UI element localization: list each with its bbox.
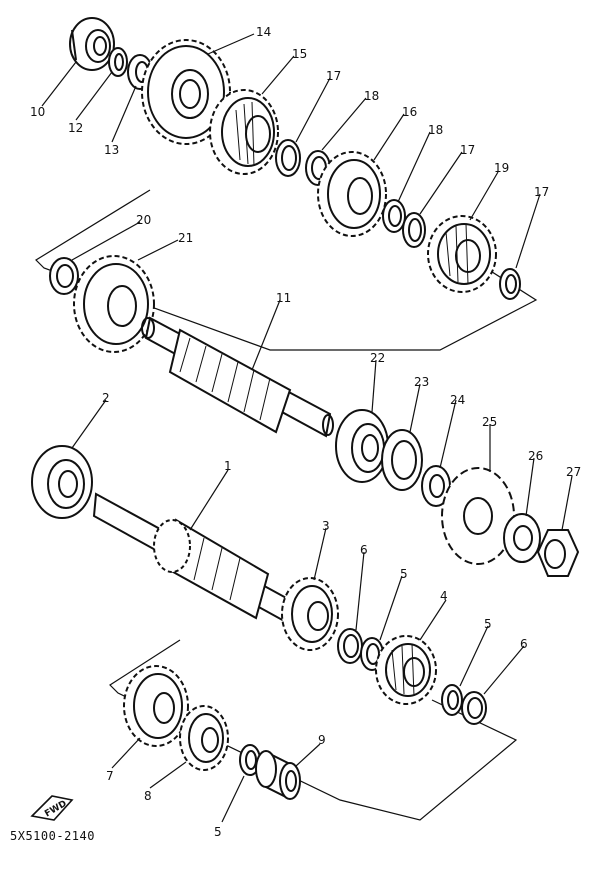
part-12-washer [108,47,128,77]
part-19-gear [427,215,497,293]
part-18-washer-b [382,199,406,233]
label-8: 8 [144,789,152,803]
label-11: 11 [276,291,291,305]
part-20-washer [49,257,79,295]
lower-group-frame [109,639,518,821]
label-19: 19 [494,161,509,175]
label-14: 14 [256,25,271,39]
label-24: 24 [450,393,465,407]
upper-group-frame [35,189,538,351]
label-13: 13 [104,143,119,157]
part-23-oil-seal [381,429,423,491]
part-10-bearing [69,17,115,71]
label-6b: 6 [520,637,528,651]
label-16: 16 [402,105,417,119]
part-labels: 10 12 13 14 15 17 18 16 18 17 19 17 20 2… [30,25,581,839]
label-7: 7 [106,769,114,783]
label-26: 26 [528,449,543,463]
part-17-circlip-c [499,268,521,300]
part-5-circlip-b [441,684,463,716]
label-22: 22 [370,351,385,365]
label-18a: 18 [364,89,379,103]
label-4: 4 [440,589,448,603]
part-2-bearing [31,445,93,519]
label-5b: 5 [484,617,492,631]
part-5-circlip-c [239,744,261,776]
part-9-bearing [255,750,301,800]
part-6-washer-a [337,628,363,664]
part-22-bearing [335,409,389,483]
label-5a: 5 [400,567,408,581]
part-21-gear [73,255,155,353]
label-23: 23 [414,375,429,389]
fwd-arrow-icon: FWD [30,795,74,821]
label-25: 25 [482,415,497,429]
label-2: 2 [102,391,110,405]
part-16-gear [317,151,387,237]
label-1: 1 [224,459,232,473]
part-27-nut [536,529,580,577]
part-17-circlip-b [402,212,426,248]
part-6-washer-b [461,691,487,725]
label-17c: 17 [534,185,549,199]
label-5c: 5 [214,825,222,839]
label-10: 10 [30,105,45,119]
label-20: 20 [136,213,151,227]
leader-lines [41,33,573,823]
label-17b: 17 [460,143,475,157]
label-21: 21 [178,231,193,245]
part-7-gear [123,665,189,747]
part-8-gear [179,705,229,771]
label-27: 27 [566,465,581,479]
part-11-shaft [141,316,334,438]
label-15: 15 [292,47,307,61]
part-14-gear [141,39,231,145]
part-3-gear [281,577,339,651]
part-17-circlip-a [275,139,301,177]
label-3: 3 [322,519,330,533]
part-15-gear [209,89,279,175]
label-17a: 17 [326,69,341,83]
label-12: 12 [68,121,83,135]
label-6a: 6 [360,543,368,557]
label-9: 9 [318,733,326,747]
part-25-sprocket [441,467,515,565]
part-26-lock-washer [503,513,541,563]
drawing-code: 5X5100-2140 [10,829,95,843]
part-4-gear [375,635,437,705]
label-18b: 18 [428,123,443,137]
part-1-shaft [92,492,294,624]
